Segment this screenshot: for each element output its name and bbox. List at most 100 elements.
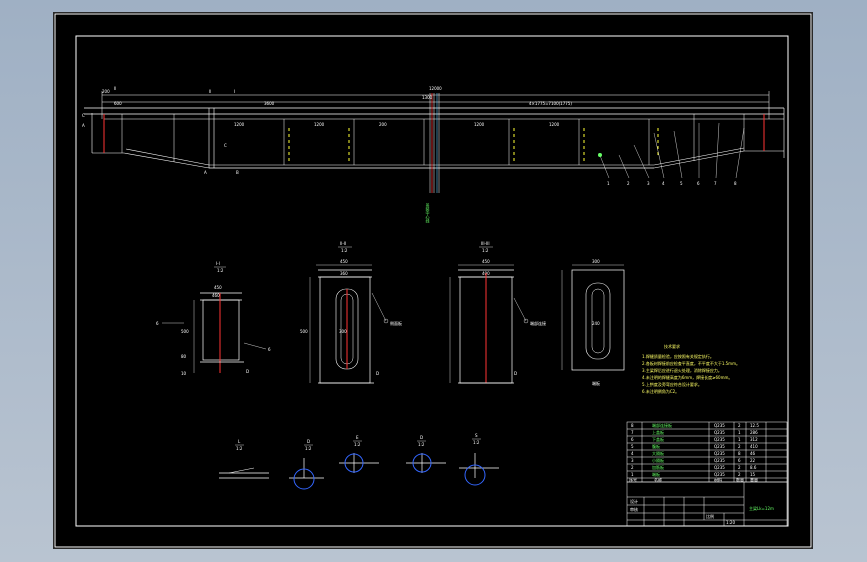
tech-notes: 技术要求 1.焊缝质量检验，应按照有关规定执行。 2.各板材焊接前应检查平直度，…: [642, 343, 740, 394]
section-ii-callout: 侧面板: [390, 320, 402, 326]
elevation-section-mark-3: I: [234, 89, 235, 94]
designer-label: 设计: [630, 498, 638, 504]
section-ii-scale: 1:2: [341, 248, 348, 253]
svg-text:材料: 材料: [714, 477, 722, 483]
elevation-vertical-callout: 吊装中心线: [426, 203, 431, 223]
svg-text:1: 1: [738, 437, 741, 442]
elevation-mark-c2: C: [224, 143, 227, 148]
svg-text:数量: 数量: [736, 477, 744, 483]
end-view-width-dim: 300: [592, 259, 600, 264]
end-plate-view: 300 240 端板: [561, 259, 625, 386]
svg-text:1: 1: [607, 181, 610, 186]
svg-text:Q235: Q235: [714, 451, 725, 456]
svg-text:3: 3: [647, 181, 650, 186]
tech-note-5: 5.上拱度及旁弯应符合设计要求。: [642, 381, 702, 387]
section-i-weld-right: 6: [268, 347, 271, 352]
section-ii-ii: II-II 1:2 450 360 500 300 侧面板 D: [300, 241, 402, 384]
svg-text:8: 8: [734, 181, 737, 186]
elevation-seg-1: 1200: [234, 122, 245, 127]
section-ii-title: II-II: [340, 241, 346, 246]
section-iii-side-label: D: [514, 371, 517, 376]
section-i-scale: 1:2: [217, 268, 224, 273]
svg-text:2: 2: [738, 423, 741, 428]
detail-s-id: S: [475, 433, 478, 438]
parts-table: [626, 421, 788, 483]
section-iii-iii: III-III 1:2 450 400 端部连接 D: [449, 241, 546, 384]
svg-text:Q235: Q235: [714, 430, 725, 435]
part-number-callouts: 1 2 3 4 5 6 7 8: [607, 181, 737, 186]
svg-text:8.6: 8.6: [750, 465, 757, 470]
svg-text:序号: 序号: [629, 477, 637, 483]
section-iii-scale: 1:2: [482, 248, 489, 253]
section-ii-height-dim: 500: [300, 329, 308, 334]
section-ii-width-dim: 450: [340, 259, 348, 264]
section-ii-side-label: D: [376, 371, 379, 376]
svg-text:7: 7: [631, 430, 634, 435]
scale-label: 比例: [706, 513, 714, 519]
drawing-canvas: 200 600 12000 3600 4×1775=7100(1775) 120…: [54, 13, 812, 548]
elevation-seg-3: 200: [379, 122, 387, 127]
section-i-title: I-I: [216, 261, 220, 266]
svg-text:6: 6: [631, 437, 634, 442]
tech-note-1: 1.焊缝质量检验，应按照有关规定执行。: [642, 353, 714, 359]
detail-l-scale: 1:2: [236, 446, 243, 451]
svg-text:重量: 重量: [750, 477, 758, 483]
tech-note-3: 3.主梁焊后应进行退火处理，消除焊接应力。: [642, 367, 722, 373]
section-iii-title: III-III: [481, 241, 490, 246]
elevation-seg-4: 1200: [474, 122, 485, 127]
section-iii-width-dim: 450: [482, 259, 490, 264]
section-ii-inner-dim: 360: [340, 271, 348, 276]
title-block-text: 主梁Lk=12m 设计 审核 比例 1:20: [630, 498, 774, 525]
elevation-mark-b: B: [236, 170, 239, 175]
tech-note-4: 4.未注明的焊缝高度为6mm，焊接长度≥60mm。: [642, 374, 732, 380]
parts-table-text: 8 端部连接板 Q235 2 12.5 7 上盖板 Q235 1 286 6 下…: [629, 422, 759, 483]
svg-text:3: 3: [631, 458, 634, 463]
svg-text:1: 1: [738, 430, 741, 435]
scale-value: 1:20: [726, 520, 735, 525]
svg-text:5: 5: [680, 181, 683, 186]
svg-text:6: 6: [697, 181, 700, 186]
section-i-width-dim: 450: [214, 285, 222, 290]
section-iii-callout: 端部连接: [530, 320, 546, 326]
section-i-height-dim: 500: [181, 329, 189, 334]
svg-text:22: 22: [750, 458, 756, 463]
svg-text:410: 410: [750, 444, 758, 449]
section-i-weld-left: 6: [156, 321, 159, 326]
elevation-center-label: 1300: [422, 95, 433, 100]
detail-d2-id: D: [420, 435, 423, 440]
svg-text:286: 286: [750, 430, 758, 435]
elevation-seg-5: 1200: [549, 122, 560, 127]
svg-text:小隔板: 小隔板: [652, 457, 664, 463]
checker-label: 审核: [630, 506, 638, 512]
main-elevation: 200 600 12000 3600 4×1775=7100(1775) 120…: [82, 86, 785, 223]
svg-text:加筋板: 加筋板: [652, 464, 664, 470]
elevation-dim-left-b: 600: [114, 101, 122, 106]
tech-note-2: 2.各板材焊接前应检查平直度，不平度不大于1.5mm。: [642, 360, 740, 366]
svg-text:15: 15: [750, 472, 756, 477]
svg-text:2: 2: [738, 465, 741, 470]
svg-text:1: 1: [631, 472, 634, 477]
svg-text:Q235: Q235: [714, 444, 725, 449]
detail-e-id: E: [356, 435, 359, 440]
section-i-height-dim-3: 10: [181, 371, 187, 376]
svg-text:8: 8: [738, 451, 741, 456]
svg-text:名称: 名称: [654, 477, 662, 483]
elevation-dim-left-a: 200: [102, 89, 110, 94]
outer-frame: [54, 13, 812, 548]
svg-text:8: 8: [631, 423, 634, 428]
inner-frame: [75, 35, 789, 527]
svg-text:Q235: Q235: [714, 423, 725, 428]
elevation-overall-dim: 12000: [429, 86, 442, 91]
svg-text:2: 2: [738, 472, 741, 477]
svg-text:312: 312: [750, 437, 758, 442]
svg-text:2: 2: [631, 465, 634, 470]
section-i-height-dim-2: 80: [181, 354, 187, 359]
svg-text:7: 7: [714, 181, 717, 186]
svg-text:腹板: 腹板: [652, 443, 660, 449]
tech-note-6: 6.未注明倒角为C2。: [642, 388, 679, 394]
svg-text:4: 4: [662, 181, 665, 186]
svg-text:Q235: Q235: [714, 472, 725, 477]
svg-text:12.5: 12.5: [750, 423, 759, 428]
svg-text:Q235: Q235: [714, 458, 725, 463]
svg-text:端板: 端板: [652, 471, 660, 477]
